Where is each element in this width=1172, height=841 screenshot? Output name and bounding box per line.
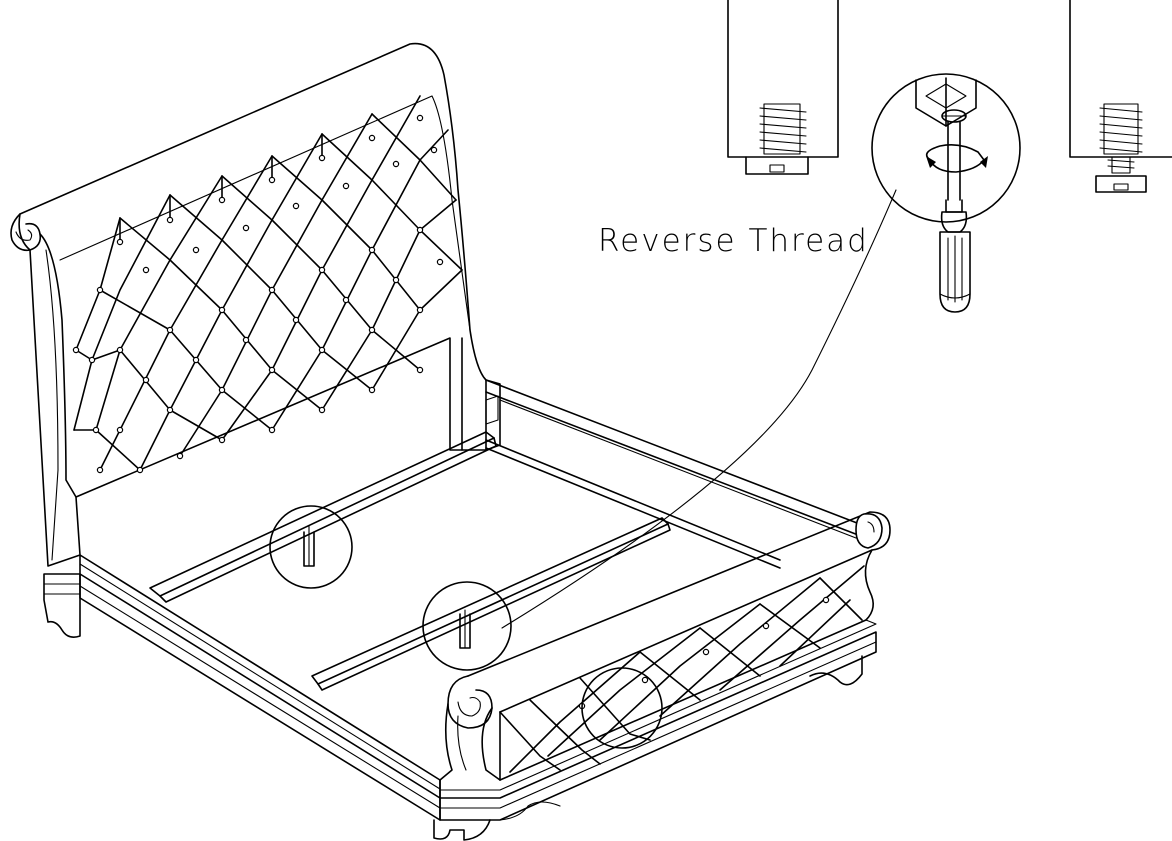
screwdriver: [939, 199, 971, 313]
support-leg-upper: [303, 525, 315, 567]
inset-glide-extended: [1069, 0, 1172, 193]
left-side-rail: [79, 554, 441, 821]
rotation-arrows-icon: [925, 144, 988, 173]
slat-upper: [149, 431, 497, 603]
headboard-left-post: [39, 233, 77, 498]
right-side-rail: [485, 379, 871, 539]
footboard-tufting: [499, 565, 865, 773]
headboard-outline: [18, 42, 487, 567]
center-support-rail: [485, 439, 781, 569]
footboard-base: [439, 631, 877, 821]
footboard: [433, 511, 891, 841]
reverse-thread-label: Reverse Thread: [598, 223, 869, 259]
inset-magnified-adjustment: [871, 73, 1021, 223]
slat-lower: [311, 517, 671, 691]
headboard: [10, 42, 501, 638]
footboard-buttons: [578, 596, 830, 710]
headboard-base: [43, 573, 81, 638]
footboard-roll: [467, 511, 891, 713]
footboard-foot-left: [433, 819, 491, 841]
headboard-scroll: [10, 213, 42, 252]
inset-glide-retracted: [727, 0, 839, 175]
detail-circle-lower: [422, 581, 512, 671]
tufting-buttons: [72, 114, 444, 474]
callout-leader: [501, 189, 897, 629]
detail-circle-upper: [269, 505, 353, 589]
headboard-tufting: [73, 95, 463, 471]
detail-circle-footboard: [581, 667, 663, 749]
footboard-foot-right: [809, 655, 863, 686]
support-leg-lower: [459, 609, 471, 649]
footboard-scroll: [447, 675, 493, 729]
